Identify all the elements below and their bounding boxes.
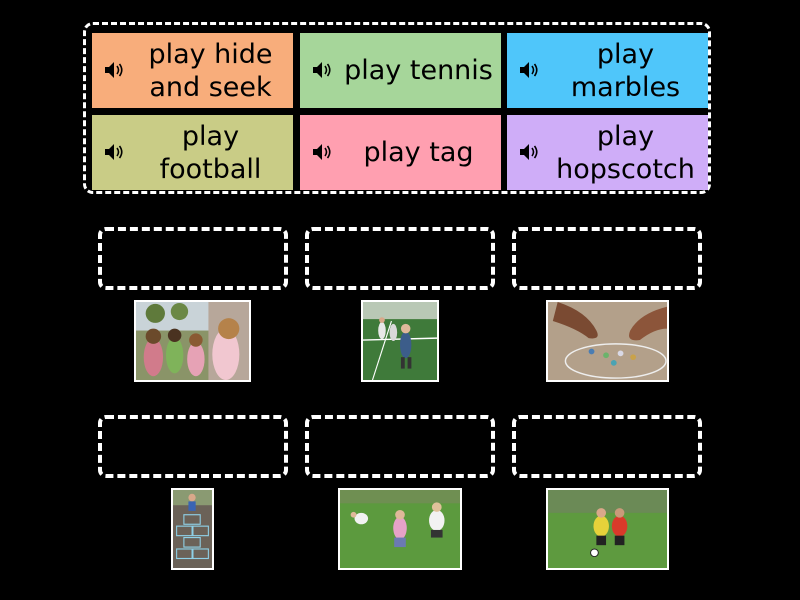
speaker-icon[interactable]: [519, 143, 539, 161]
speaker-icon[interactable]: [312, 143, 332, 161]
tile-play-hide-and-seek[interactable]: play hide and seek: [92, 33, 293, 108]
marbles-photo: [546, 300, 669, 382]
kids-soccer-photo: [546, 488, 669, 570]
drop-zone-3[interactable]: [512, 227, 702, 290]
tile-play-tennis[interactable]: play tennis: [300, 33, 501, 108]
tile-play-marbles[interactable]: play marbles: [507, 33, 708, 108]
tennis-court-photo: [361, 300, 439, 382]
tile-play-football[interactable]: play football: [92, 115, 293, 190]
tile-play-tag[interactable]: play tag: [300, 115, 501, 190]
girls-running-field-photo: [338, 488, 462, 570]
drop-zone-4[interactable]: [98, 415, 288, 478]
speaker-icon[interactable]: [104, 143, 124, 161]
hopscotch-photo: [171, 488, 214, 570]
tile-label: play tennis: [344, 55, 493, 86]
speaker-icon[interactable]: [312, 61, 332, 79]
tile-label: play hopscotch: [556, 120, 695, 185]
tile-label: play marbles: [570, 38, 681, 103]
speaker-icon[interactable]: [104, 61, 124, 79]
tile-label: play tag: [363, 137, 474, 168]
tile-label: play hide and seek: [148, 38, 273, 103]
word-bank: [83, 22, 711, 194]
drop-zone-5[interactable]: [305, 415, 495, 478]
drop-zone-2[interactable]: [305, 227, 495, 290]
tile-play-hopscotch[interactable]: play hopscotch: [507, 115, 708, 190]
children-hiding-photo: [134, 300, 251, 382]
drop-zone-6[interactable]: [512, 415, 702, 478]
drop-zone-1[interactable]: [98, 227, 288, 290]
tile-label: play football: [159, 120, 262, 185]
speaker-icon[interactable]: [519, 61, 539, 79]
